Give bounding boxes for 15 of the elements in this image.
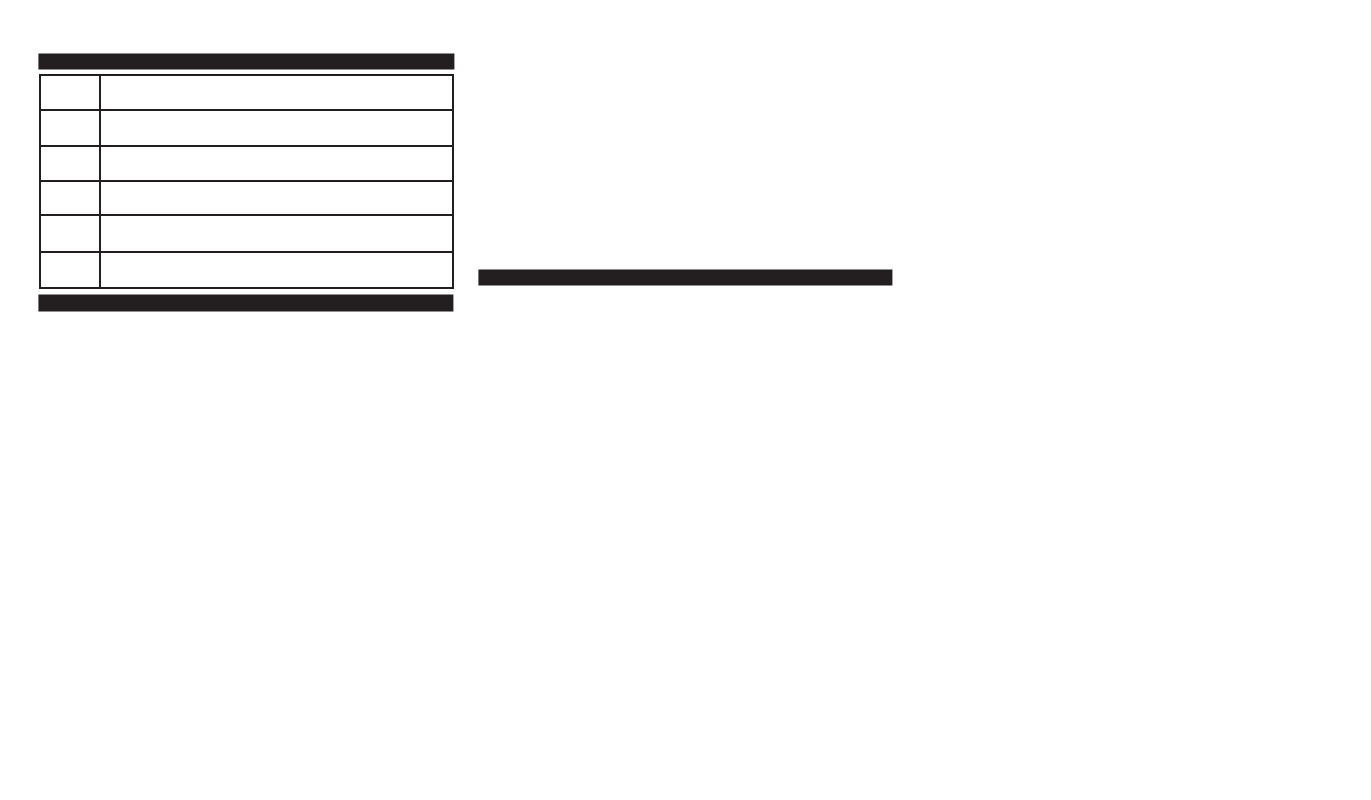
table-cell: [39, 109, 101, 147]
header-bar: [38, 53, 455, 70]
table-cell: [99, 109, 454, 147]
table-cell: [39, 251, 101, 289]
table-cell: [99, 145, 454, 182]
table-cell: [39, 145, 101, 182]
table-cell: [39, 74, 101, 111]
table-cell: [39, 180, 101, 216]
table-cell: [99, 74, 454, 111]
table-cell: [99, 251, 454, 289]
header-bar: [478, 269, 893, 286]
table-cell: [99, 180, 454, 216]
header-bar: [38, 294, 454, 312]
table-cell: [39, 214, 101, 253]
table-cell: [99, 214, 454, 253]
